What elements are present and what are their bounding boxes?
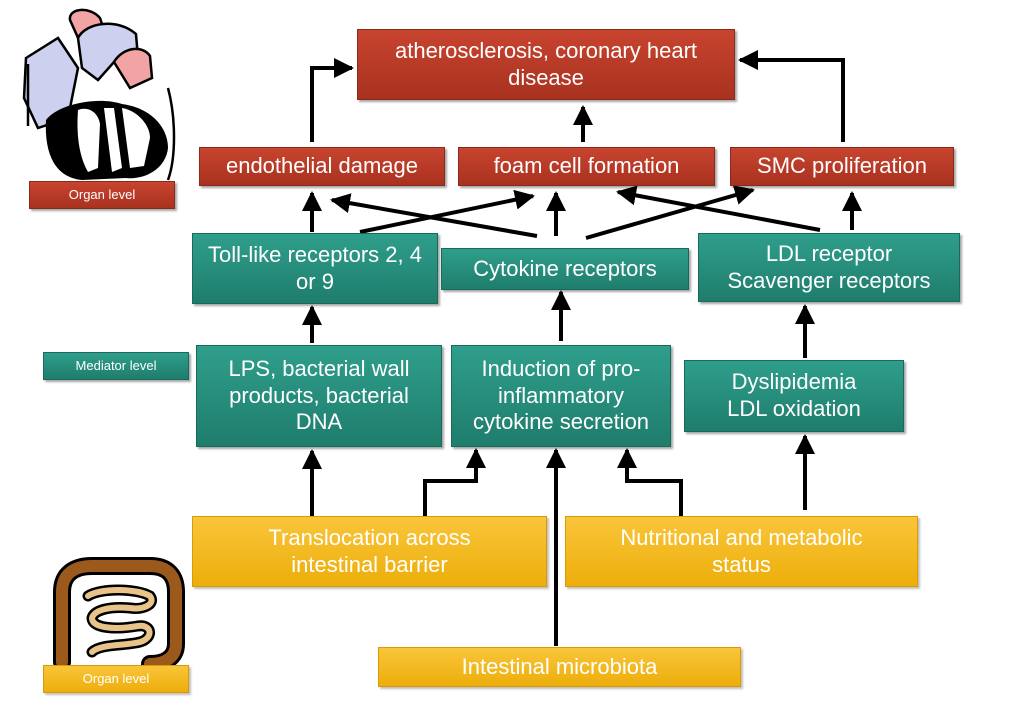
mediator-level-label: Mediator level: [43, 352, 189, 380]
smc-proliferation-box: SMC proliferation: [730, 147, 954, 186]
arrow-translocation-to-induction: [423, 448, 486, 516]
arrow-cytokine-to-smc: [585, 185, 755, 240]
arrow-endothelial-to-outcome: [310, 58, 354, 142]
organ-level-label-top: Organ level: [29, 181, 175, 209]
endothelial-damage-box: endothelial damage: [199, 147, 445, 186]
arrow-ldl-to-foam: [616, 185, 821, 232]
toll-like-receptors-box: Toll-like receptors 2, 4 or 9: [192, 233, 438, 304]
arrow-nutrition-to-induction: [617, 448, 683, 516]
arrow-cytokine-to-endothelial: [330, 193, 538, 238]
cytokine-secretion-box: Induction of pro-inflammatory cytokine s…: [451, 345, 671, 447]
organ-level-label-bottom: Organ level: [43, 665, 189, 693]
foam-cell-formation-box: foam cell formation: [458, 147, 715, 186]
outcome-atherosclerosis: atherosclerosis, coronary heart disease: [357, 29, 735, 100]
translocation-box: Translocation across intestinal barrier: [192, 516, 547, 587]
lps-bacterial-products-box: LPS, bacterial wall products, bacterial …: [196, 345, 442, 447]
dyslipidemia-box: Dyslipidemia LDL oxidation: [684, 360, 904, 432]
heart-icon: [22, 8, 176, 181]
cytokine-receptors-box: Cytokine receptors: [441, 248, 689, 290]
nutritional-status-box: Nutritional and metabolic status: [565, 516, 918, 587]
ldl-receptor-box: LDL receptor Scavenger receptors: [698, 233, 960, 302]
intestinal-microbiota-box: Intestinal microbiota: [378, 647, 741, 687]
arrow-smc-to-outcome: [738, 50, 845, 142]
intestine-icon: [53, 557, 185, 672]
arrow-tlr-to-foam: [359, 189, 535, 234]
